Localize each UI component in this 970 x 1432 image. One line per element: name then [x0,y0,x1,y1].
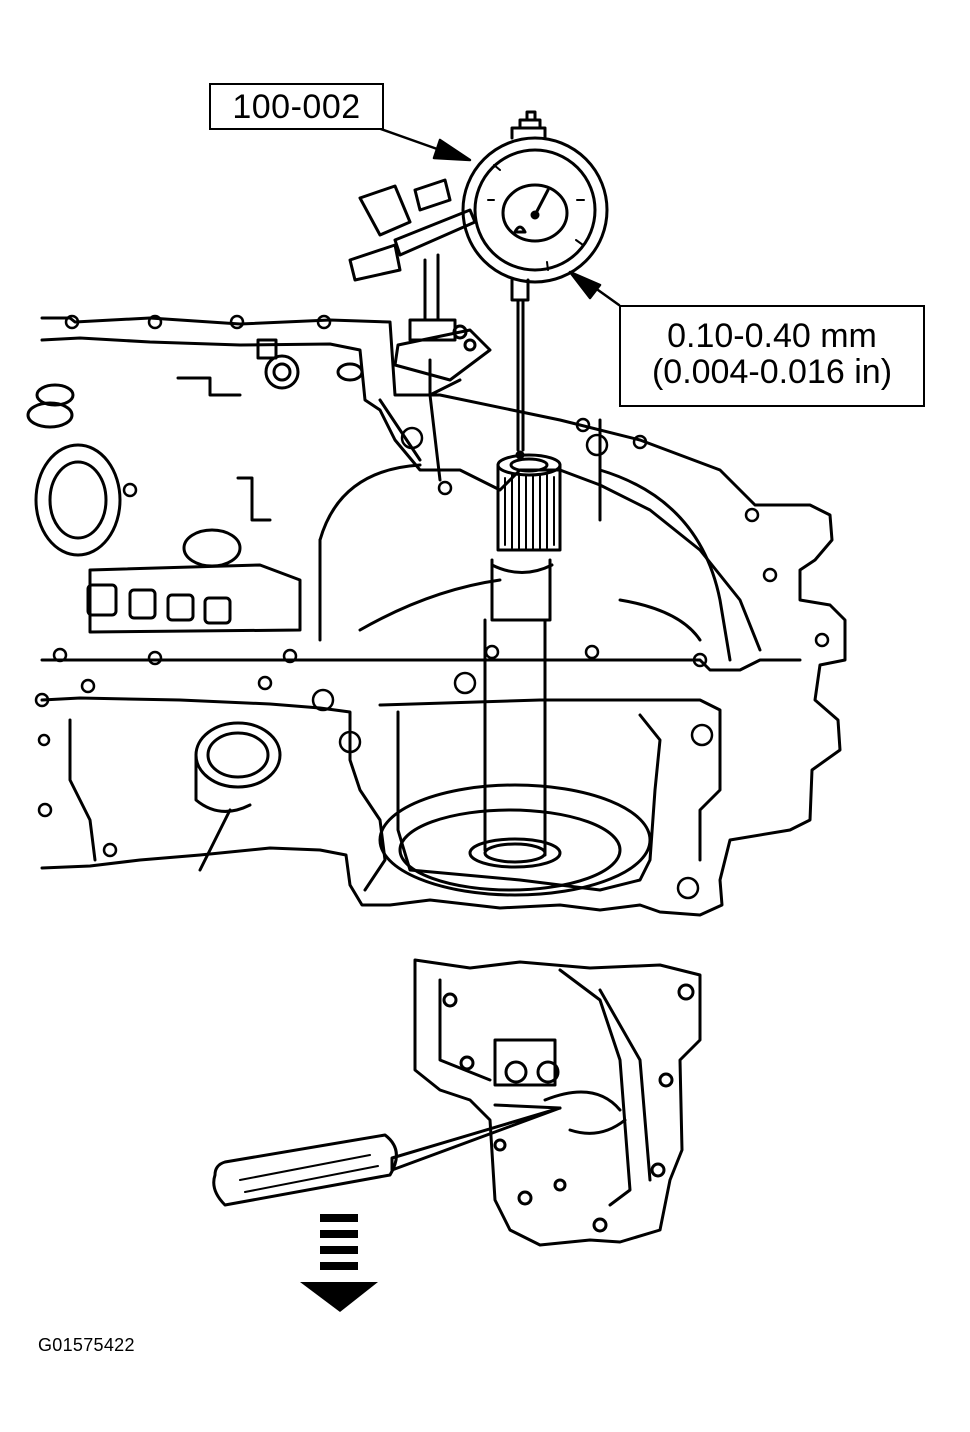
endplay-spec-label: 0.10-0.40 mm (0.004-0.016 in) [619,305,925,407]
magnetic-base-icon [348,178,492,397]
leader-arrows [376,126,621,307]
spec-imperial-text: (0.004-0.016 in) [651,352,893,391]
direction-arrow-icon [300,1214,378,1312]
input-shaft [490,453,562,622]
spec-metric-text: 0.10-0.40 mm [667,317,877,355]
screwdriver-icon [212,1103,562,1207]
bolt-holes [34,314,830,900]
figure-id: G01575422 [38,1335,135,1355]
tool-number-text: 100-002 [232,88,361,126]
tool-number-label: 100-002 [209,83,384,130]
dial-indicator-icon [461,110,609,460]
lower-pan-detail [413,958,702,1247]
transaxle-case [26,316,847,917]
